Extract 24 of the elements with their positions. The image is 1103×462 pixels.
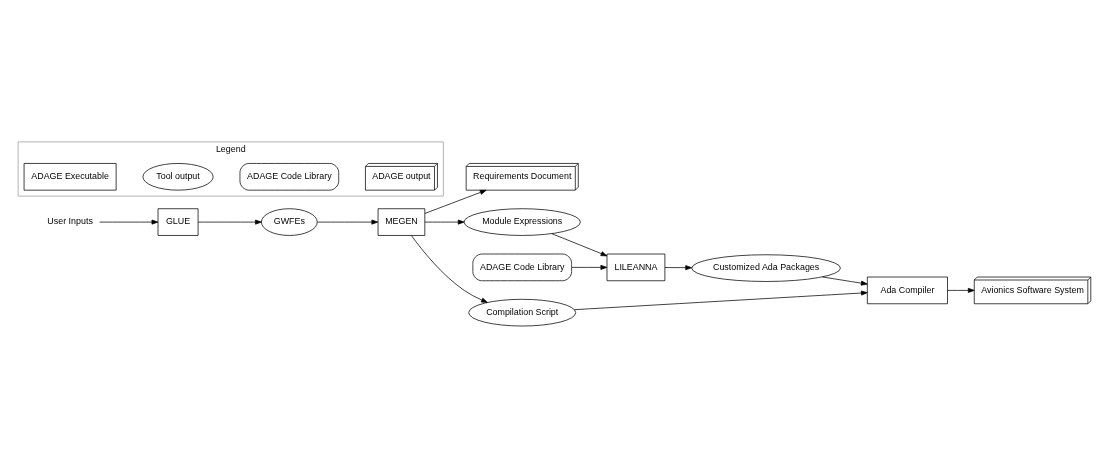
node-box: ADAGE Code Library xyxy=(239,163,340,191)
node-box: ADAGE Code Library xyxy=(472,253,572,282)
arrow xyxy=(424,219,465,225)
arrow xyxy=(411,235,488,303)
node-ellipse: GWFEs xyxy=(261,208,318,236)
node-box: MEGEN xyxy=(377,208,426,236)
arrow xyxy=(574,290,868,311)
node-ellipse: Tool output xyxy=(142,163,214,191)
node-text: User Inputs xyxy=(47,216,93,227)
arrow xyxy=(664,265,692,271)
node-ellipse: Module Expressions xyxy=(463,208,581,236)
arrow xyxy=(424,189,487,214)
arrow xyxy=(197,219,262,225)
node-box: LILEANNA xyxy=(606,253,666,282)
arrow xyxy=(571,264,608,270)
arrow xyxy=(821,276,868,286)
node-box: Ada Compiler xyxy=(866,276,948,305)
arrow xyxy=(99,219,159,225)
node-ellipse: Customized Ada Packages xyxy=(691,254,841,282)
arrow xyxy=(317,219,379,225)
arrow xyxy=(947,287,975,293)
node-box: ADAGE Executable xyxy=(23,163,117,191)
arrow xyxy=(551,233,608,257)
node-box: GLUE xyxy=(157,208,199,236)
